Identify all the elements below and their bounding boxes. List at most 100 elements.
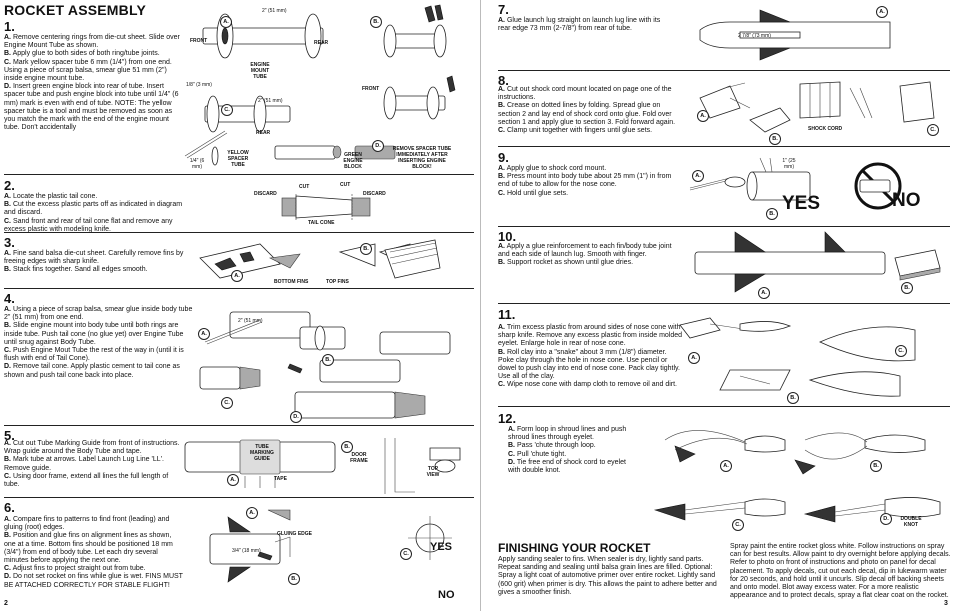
step-item-text: Cut out shock cord mount located on page…: [498, 86, 672, 102]
label-engine-mount-tube: ENGINE MOUNT TUBE: [250, 62, 270, 80]
step-5-marker-a: A.: [227, 474, 239, 486]
step-item-text: Crease on dotted lines by folding. Sprea…: [498, 102, 676, 126]
step-11-item: B. Roll clay into a "snake" about 3 mm (…: [498, 349, 684, 382]
label-discard-right: DISCARD: [363, 191, 386, 197]
step-item-letter: C.: [498, 127, 505, 135]
step-6-marker-b: B.: [288, 573, 300, 585]
step-4-marker-c: C.: [221, 397, 233, 409]
label-no-small: NO: [438, 589, 455, 601]
step-1-item: D. Insert green engine block into rear o…: [4, 83, 182, 132]
divider: [4, 288, 474, 289]
step-4-marker-d: D.: [290, 411, 302, 423]
step-item-letter: A.: [498, 165, 505, 172]
step-6-marker-a: A.: [246, 507, 258, 519]
step-12-illustration: [653, 430, 941, 523]
step-item-text: Cut out Tube Marking Guide from front of…: [4, 440, 180, 456]
step-item-letter: B.: [4, 201, 11, 209]
step-9-illustration: [689, 157, 902, 210]
label-gluing-edge: GLUING EDGE: [277, 531, 313, 537]
step-item-letter: C.: [4, 565, 11, 573]
step-item-text: Do not set rocket on fins while glue is …: [4, 573, 183, 589]
step-1-item: B. Apply glue to both sides of both ring…: [4, 50, 182, 58]
step-7-text: A. Glue launch lug straight on launch lu…: [498, 17, 673, 33]
step-item-text: Trim excess plastic from around sides of…: [498, 324, 683, 348]
label-tape: TAPE: [274, 476, 287, 482]
step-11-number: 11.: [498, 307, 516, 322]
step-item-text: Hold until glue sets.: [506, 189, 569, 197]
step-item-letter: A.: [508, 426, 515, 433]
label-door-frame: DOOR FRAME: [350, 452, 368, 464]
step-item-letter: B.: [4, 532, 11, 540]
label-1-8in: 1/8" (3 mm): [186, 82, 212, 88]
page-number-right: 3: [944, 600, 948, 607]
step-item-letter: D.: [4, 573, 11, 581]
tail-cone-illustration: [281, 194, 371, 220]
label-1in-25mm: 1" (25 mm): [782, 158, 796, 170]
step-11-item: A. Trim excess plastic from around sides…: [498, 324, 684, 349]
step-item-text: Stack fins together. Sand all edges smoo…: [12, 266, 148, 274]
page-separator: [480, 0, 481, 611]
label-yes: YES: [782, 193, 821, 214]
step-5-marker-b: B.: [341, 441, 353, 453]
step-9-item: C. Hold until glue sets.: [498, 190, 683, 198]
step-1-text: A. Remove centering rings from die-cut s…: [4, 34, 182, 132]
step-item-text: Wipe nose cone with damp cloth to remove…: [506, 381, 677, 389]
step-item-text: Sand front and rear of tail cone flat an…: [4, 217, 173, 233]
step-1-marker-c: C.: [221, 104, 233, 116]
step-item-letter: B.: [4, 50, 11, 58]
step-10-text: A. Apply a glue reinforcement to each fi…: [498, 243, 684, 268]
step-12-marker-c: C.: [732, 519, 744, 531]
step-9-text: A. Apply glue to shock cord mount.B. Pre…: [498, 165, 683, 198]
step-10-marker-a: A.: [758, 287, 770, 299]
step-9-number: 9.: [498, 150, 509, 165]
step-item-text: Support rocket as shown until glue dries…: [506, 259, 634, 267]
label-1-4in: 1/4" (6 mm): [189, 158, 205, 170]
label-tube-marking-guide: TUBE MARKING GUIDE: [250, 444, 274, 462]
step-item-letter: D.: [4, 363, 11, 371]
step-6-item: A. Compare fins to patterns to find fron…: [4, 516, 184, 532]
step-item-text: Mark yellow spacer tube 6 mm (1/4") from…: [4, 58, 172, 83]
step-8-item: B. Crease on dotted lines by folding. Sp…: [498, 102, 684, 127]
step-10-number: 10.: [498, 229, 517, 244]
step-2-item: C. Sand front and rear of tail cone flat…: [4, 218, 194, 234]
step-item-text: Push Engine Mout Tube the rest of the wa…: [4, 347, 184, 363]
step-item-text: Roll clay into a "snake" about 3 mm (1/8…: [498, 348, 680, 381]
step-item-letter: A.: [498, 17, 505, 24]
step-1-item: A. Remove centering rings from die-cut s…: [4, 34, 182, 50]
step-6-text: A. Compare fins to patterns to find fron…: [4, 516, 184, 590]
step-7-number: 7.: [498, 2, 509, 17]
step-item-text: Cut the excess plastic parts off as indi…: [4, 201, 183, 217]
step-item-letter: B.: [498, 348, 505, 356]
step-4-item: B. Slide engine mount into body tube unt…: [4, 322, 196, 347]
step-5-item: B. Mark tube at arrows. Label Launch Lug…: [4, 456, 184, 472]
step-item-text: Tie free end of shock cord to eyelet wit…: [508, 458, 626, 475]
step-8-marker-a: A.: [697, 110, 709, 122]
step-11-marker-a: A.: [688, 352, 700, 364]
step-2-text: A. Locate the plastic tail cone.B. Cut t…: [4, 193, 194, 234]
step-item-letter: C.: [498, 381, 505, 389]
step-item-text: Fine sand balsa die-cut sheet. Carefully…: [4, 250, 184, 266]
step-8-illustration: [699, 81, 935, 133]
step-11-marker-b: B.: [787, 392, 799, 404]
label-2-7-8in: 2 7/8" (73 mm): [738, 33, 771, 39]
step-12-marker-b: B.: [870, 460, 882, 472]
label-3-4in: 3/4" (18 mm): [232, 548, 261, 554]
label-top-fins: TOP FINS: [326, 279, 349, 285]
step-1-illustration: [184, 4, 456, 166]
step-12-text: A. Form loop in shroud lines and push sh…: [508, 426, 628, 475]
step-item-letter: B.: [4, 456, 11, 464]
step-item-text: Using a piece of scrap balsa, smear glue…: [4, 306, 193, 322]
step-6-illustration: [209, 509, 452, 583]
page-number-left: 2: [4, 600, 8, 607]
step-item-text: Adjust fins to project straight out from…: [12, 565, 146, 573]
step-9-item: A. Apply glue to shock cord mount.: [498, 165, 683, 173]
step-6-item: B. Position and glue fins on alignment l…: [4, 532, 184, 565]
step-3-marker-b: B.: [360, 243, 372, 255]
step-3-marker-a: A.: [231, 270, 243, 282]
divider: [498, 406, 950, 407]
step-1-item: C. Mark yellow spacer tube 6 mm (1/4") f…: [4, 59, 182, 84]
step-item-text: Pull 'chute tight.: [516, 450, 567, 458]
label-double-knot: DOUBLE KNOT: [900, 516, 922, 528]
step-8-item: C. Clamp unit together with fingers unti…: [498, 127, 684, 135]
step-11-item: C. Wipe nose cone with damp cloth to rem…: [498, 381, 684, 389]
